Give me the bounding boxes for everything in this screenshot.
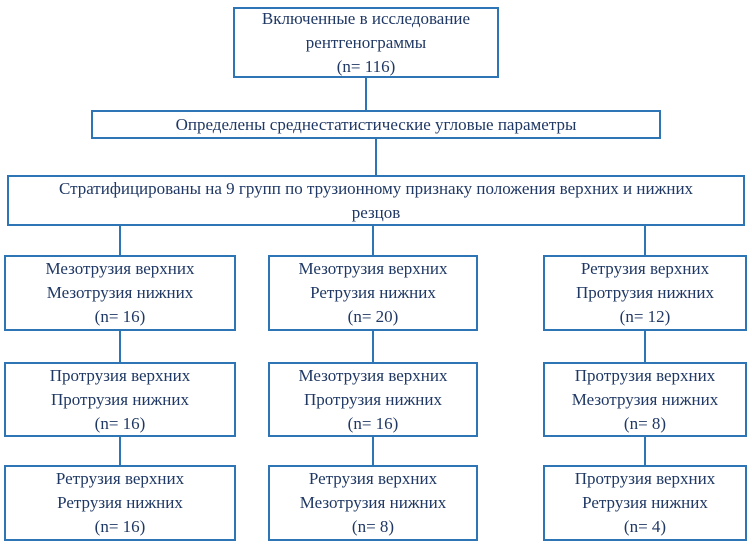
box-count: (n= 16)	[94, 517, 146, 536]
connector-line	[375, 139, 377, 175]
group-box-r1c1: Мезотрузия верхних Мезотрузия нижних (n=…	[4, 255, 236, 331]
connector-line	[372, 437, 374, 465]
box-count: (n= 116)	[336, 56, 396, 76]
box-line: Ретрузия верхних	[308, 469, 438, 488]
box-line: Протрузия нижних	[576, 283, 714, 302]
box-line: Ретрузия верхних	[580, 259, 710, 278]
connector-line	[644, 226, 646, 255]
connector-line	[365, 78, 367, 110]
box-line: Ретрузия нижних	[310, 283, 436, 302]
flow-box-included-radiographs: Включенные в исследование рентгенограммы…	[233, 7, 499, 78]
group-box-r2c2: Мезотрузия верхних Протрузия нижних (n= …	[268, 362, 478, 437]
flow-box-stratified-groups: Стратифицированы на 9 групп по трузионно…	[7, 175, 745, 226]
box-line: Протрузия верхних	[49, 365, 191, 385]
box-line: Мезотрузия верхних	[298, 259, 448, 278]
box-count: (n= 8)	[351, 517, 395, 536]
box-line: Протрузия верхних	[574, 365, 716, 385]
group-box-r3c1: Ретрузия верхних Ретрузия нижних (n= 16)	[4, 465, 236, 541]
group-box-r2c3: Протрузия верхних Мезотрузия нижних (n= …	[543, 362, 747, 437]
box-line: Мезотрузия нижних	[299, 493, 447, 512]
box-count: (n= 20)	[347, 307, 399, 326]
connector-line	[644, 437, 646, 465]
box-count: (n= 4)	[623, 517, 667, 536]
box-line: Протрузия нижних	[51, 389, 189, 409]
box-line: Протрузия верхних	[574, 469, 716, 488]
box-line: рентгенограммы	[305, 32, 427, 52]
group-box-r1c2: Мезотрузия верхних Ретрузия нижних (n= 2…	[268, 255, 478, 331]
box-line: Мезотрузия нижних	[46, 283, 194, 302]
connector-line	[119, 331, 121, 362]
box-line: Ретрузия верхних	[55, 469, 185, 488]
box-count: (n= 16)	[94, 307, 146, 326]
group-box-r2c1: Протрузия верхних Протрузия нижних (n= 1…	[4, 362, 236, 437]
flow-box-angular-parameters: Определены среднестатистические угловые …	[91, 110, 661, 139]
box-line: Ретрузия нижних	[582, 493, 708, 512]
box-line: Мезотрузия верхних	[298, 365, 448, 385]
box-line: Стратифицированы на 9 групп по трузионно…	[58, 178, 694, 198]
box-line: Протрузия нижних	[304, 389, 442, 409]
box-count: (n= 12)	[619, 307, 671, 326]
box-count: (n= 16)	[347, 413, 399, 433]
box-line: Ретрузия нижних	[57, 493, 183, 512]
box-line: Определены среднестатистические угловые …	[175, 114, 577, 134]
connector-line	[119, 437, 121, 465]
box-count: (n= 8)	[623, 413, 667, 433]
group-box-r3c2: Ретрузия верхних Мезотрузия нижних (n= 8…	[268, 465, 478, 541]
box-line: Мезотрузия нижних	[571, 389, 719, 409]
connector-line	[644, 331, 646, 362]
group-box-r3c3: Протрузия верхних Ретрузия нижних (n= 4)	[543, 465, 747, 541]
connector-line	[372, 226, 374, 255]
box-line: резцов	[351, 202, 401, 222]
connector-line	[372, 331, 374, 362]
connector-line	[119, 226, 121, 255]
group-box-r1c3: Ретрузия верхних Протрузия нижних (n= 12…	[543, 255, 747, 331]
box-line: Включенные в исследование	[261, 8, 471, 28]
box-count: (n= 16)	[94, 413, 146, 433]
box-line: Мезотрузия верхних	[45, 259, 195, 278]
